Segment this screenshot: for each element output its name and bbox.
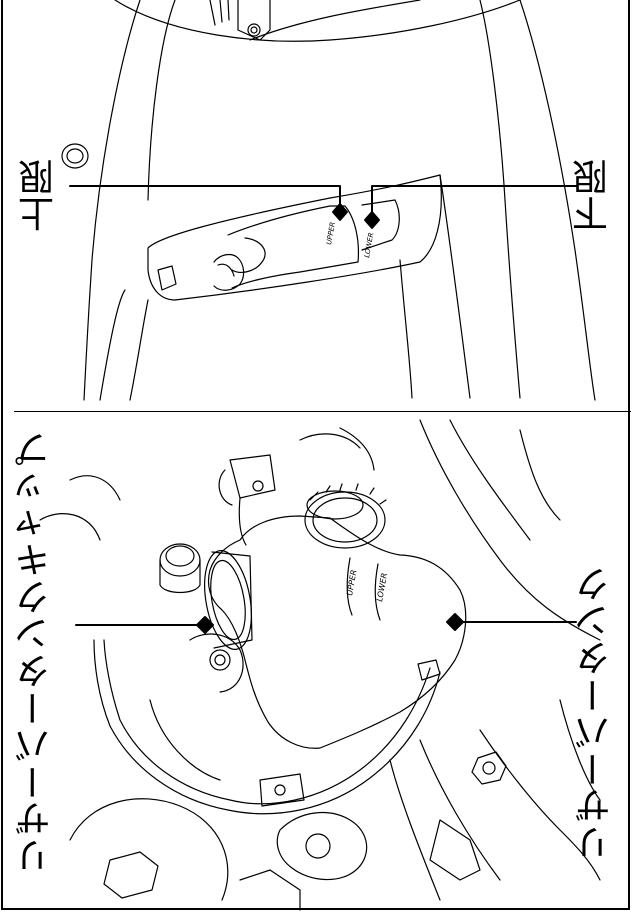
bottom-panel-illustration: UPPER LOWER [39, 419, 601, 911]
top-arch [114, 0, 521, 42]
filler-neck [304, 483, 387, 549]
reservoir-tank-cap-label: リザーバータンクキャップ [15, 430, 56, 874]
body-panel-right-edge [519, 0, 596, 401]
top-bolt [237, 0, 271, 41]
top-leaders [69, 185, 577, 229]
top-panel-illustration: UPPER LOWER [61, 0, 596, 401]
upper-limit-leader [69, 185, 341, 211]
lower-limit-marker [364, 211, 380, 229]
panel-divider [14, 411, 631, 412]
overflow-hose [103, 639, 431, 805]
reservoir-tank-outline [207, 515, 467, 749]
lower-engraving: LOWER [363, 232, 375, 259]
upper-level-line [346, 557, 353, 616]
lower-limit-leader [371, 185, 577, 219]
round-housing [69, 798, 229, 901]
lower-limit-label: 下限 [573, 158, 614, 232]
right-bolt [471, 751, 507, 785]
body-panel-right-inner [479, 0, 521, 399]
reservoir-tank-label: リザーバータンク [575, 565, 616, 861]
top-arch-2 [249, 0, 421, 41]
upper-limit-label: 上限 [19, 158, 60, 232]
washer [61, 143, 89, 169]
reservoir-body-top [227, 205, 360, 289]
access-opening [147, 174, 442, 301]
body-panel-left-edge [83, 0, 141, 401]
left-bracket [159, 543, 244, 693]
cap-marker [196, 616, 214, 634]
tank-marker [446, 613, 464, 631]
body-panel-inner-edge [147, 0, 176, 201]
upper-limit-marker [332, 203, 348, 221]
bottom-leaders [75, 613, 577, 634]
tank-upper-engraving: UPPER [345, 569, 358, 596]
hose-clamp [417, 659, 441, 681]
lower-level-line [374, 563, 381, 621]
tank-lower-engraving: LOWER [375, 572, 389, 602]
upper-engraving: UPPER [325, 221, 337, 245]
reservoir-cap [204, 550, 253, 650]
